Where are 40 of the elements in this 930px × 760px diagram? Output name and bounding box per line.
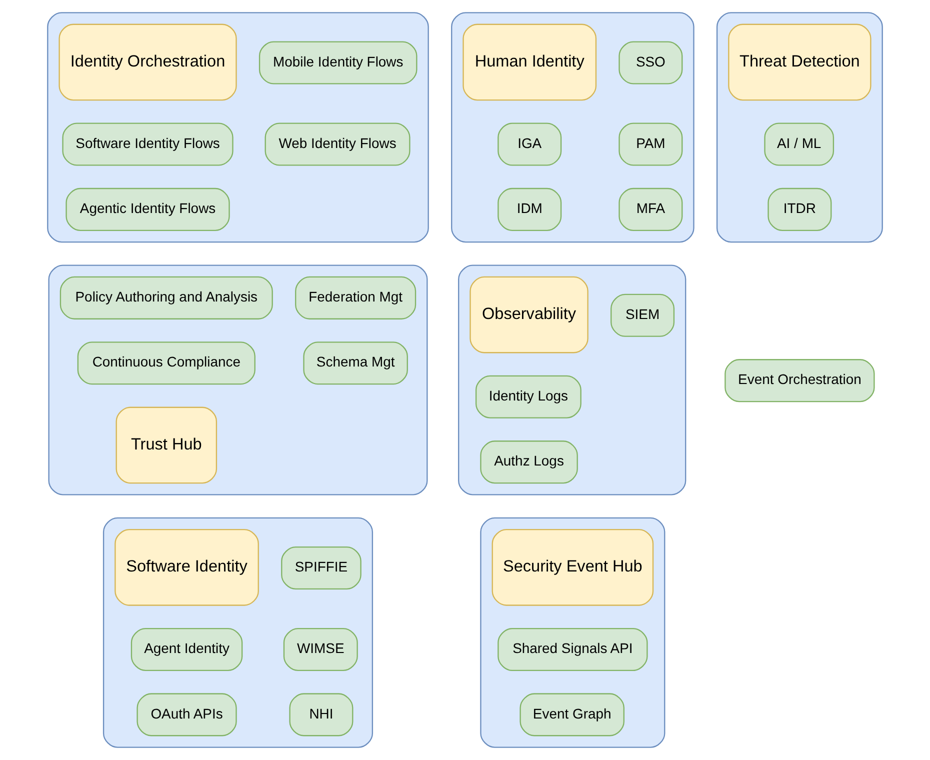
cluster [716, 12, 883, 243]
node-box: IGA [498, 122, 562, 166]
node-box: WIMSE [283, 628, 358, 672]
node-box: SIEM [610, 294, 675, 337]
node-box: Identity Orchestration [58, 24, 237, 101]
node-box: MFA [618, 188, 683, 231]
node-box: Observability [470, 276, 588, 354]
cluster [47, 12, 429, 243]
node-box: Agentic Identity Flows [66, 188, 230, 231]
node-box: Event Orchestration [724, 359, 875, 402]
node-box: SPIFFIE [281, 546, 362, 590]
node-box: Threat Detection [728, 24, 872, 101]
cluster [458, 264, 686, 496]
node-box: Software Identity Flows [62, 122, 234, 166]
node-box: Software Identity [114, 529, 259, 606]
cluster [102, 517, 374, 748]
node-box: Continuous Compliance [77, 342, 256, 385]
cluster [451, 12, 694, 243]
node-box: Agent Identity [130, 628, 243, 672]
node-box: Identity Logs [475, 375, 582, 418]
node-box: Policy Authoring and Analysis [60, 276, 273, 320]
node-box: Trust Hub [116, 406, 218, 484]
node-box: Human Identity [462, 24, 597, 101]
node-box: NHI [289, 693, 354, 736]
node-box: Mobile Identity Flows [258, 41, 418, 84]
node-box: Shared Signals API [498, 628, 648, 672]
node-box: Event Graph [520, 693, 624, 736]
node-box: Federation Mgt [295, 276, 416, 320]
node-box: AI / ML [764, 122, 834, 166]
cluster [480, 517, 666, 748]
node-box: Schema Mgt [303, 342, 408, 385]
node-box: IDM [498, 188, 562, 231]
node-box: PAM [618, 122, 683, 166]
node-box: OAuth APIs [136, 693, 237, 736]
node-box: SSO [618, 41, 683, 84]
node-box: Web Identity Flows [264, 122, 410, 166]
node-box: Security Event Hub [492, 529, 654, 606]
node-box: Authz Logs [480, 440, 578, 484]
cluster [48, 264, 428, 496]
node-box: ITDR [768, 188, 832, 231]
